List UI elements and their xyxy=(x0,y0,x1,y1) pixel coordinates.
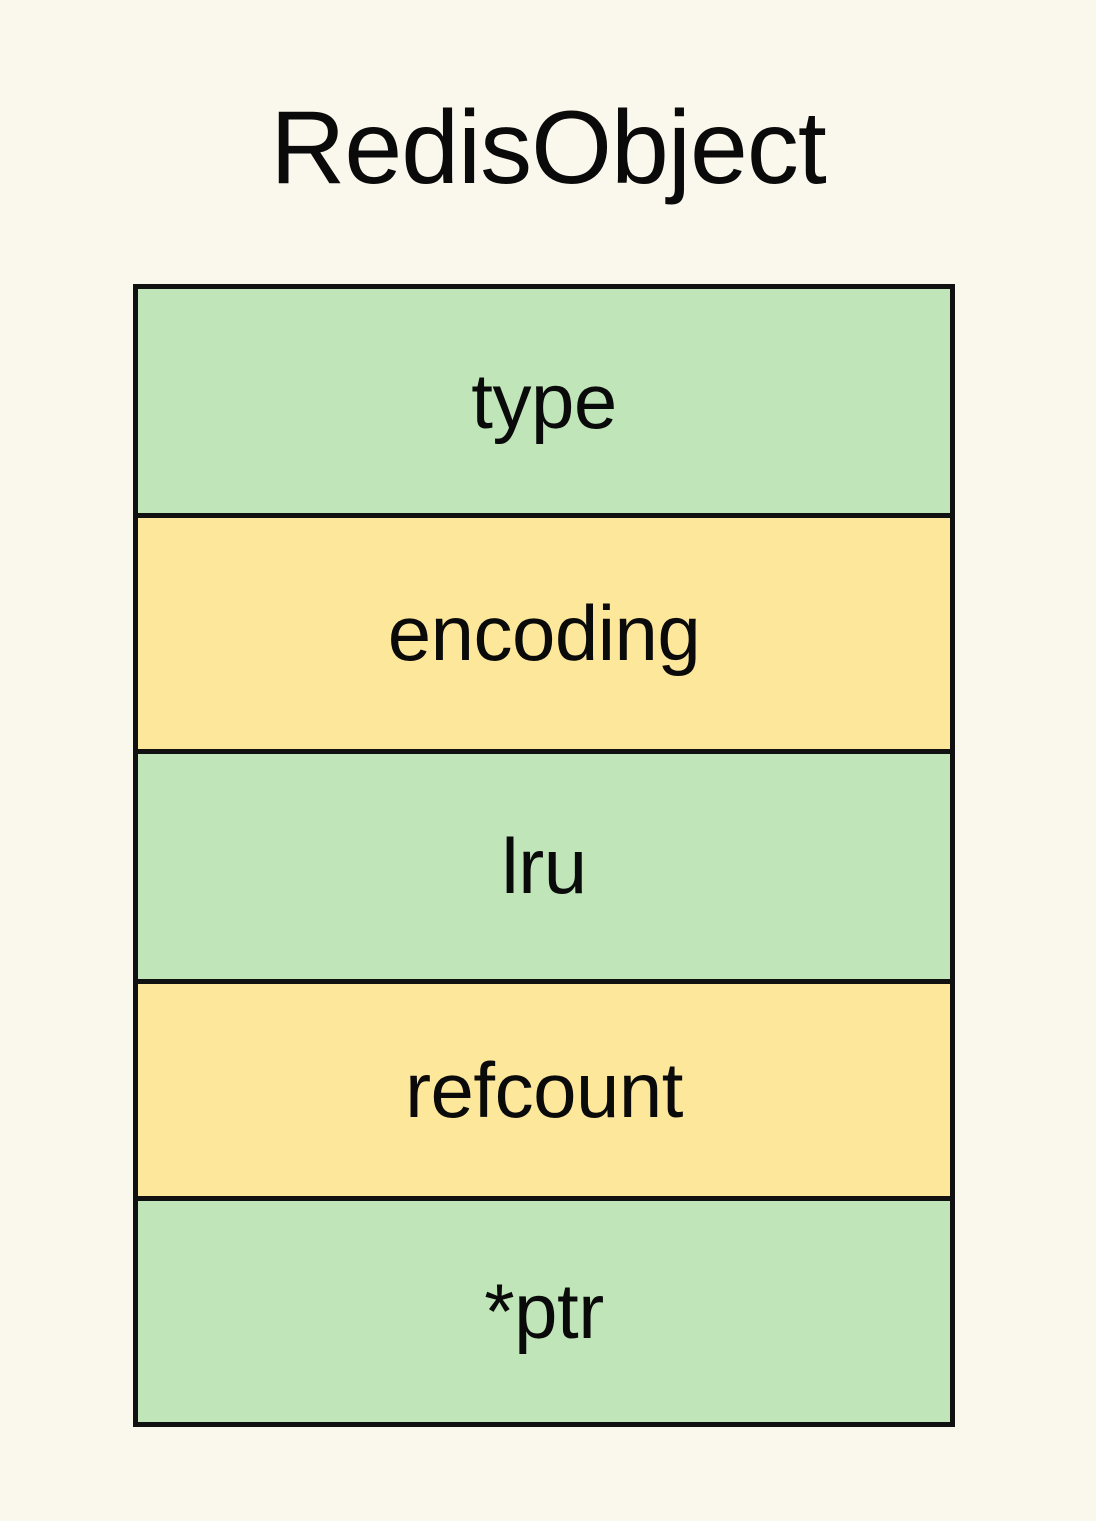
struct-field-row: lru xyxy=(138,753,950,984)
struct-field-label: lru xyxy=(501,822,587,911)
struct-field-row: refcount xyxy=(138,983,950,1201)
struct-field-row: type xyxy=(138,289,950,518)
struct-field-row: encoding xyxy=(138,517,950,754)
struct-field-label: encoding xyxy=(387,589,701,678)
struct-field-label: type xyxy=(471,356,617,445)
redisobject-struct-table: type encoding lru refcount *ptr xyxy=(133,284,955,1427)
page-title: RedisObject xyxy=(270,90,826,206)
struct-field-label: refcount xyxy=(405,1045,683,1134)
struct-field-row: *ptr xyxy=(138,1200,950,1422)
struct-field-label: *ptr xyxy=(484,1267,604,1356)
